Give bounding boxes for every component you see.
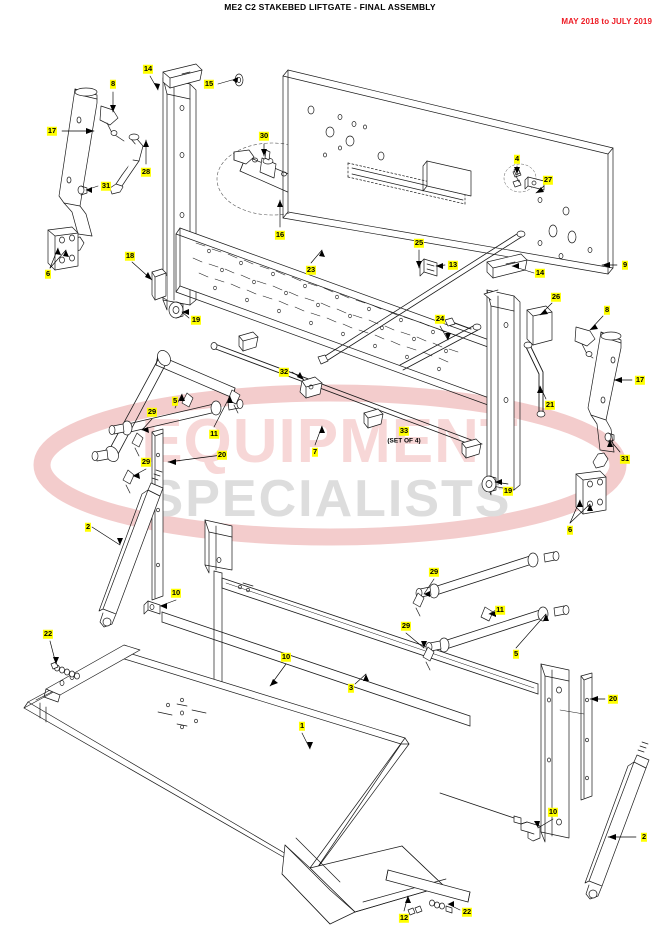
callout-29: 29	[400, 620, 412, 631]
part-rod-21	[523, 341, 546, 418]
part-pin-29-c	[412, 592, 425, 617]
callout-29: 29	[428, 566, 440, 577]
callout-2: 2	[84, 521, 92, 532]
callout-6: 6	[566, 524, 574, 535]
part-pin-29-b	[122, 469, 135, 494]
part-roller-19-left	[168, 301, 184, 319]
part-post-right-lower	[540, 663, 570, 843]
part-cross-rail-10-lower	[161, 611, 471, 727]
callout-2: 2	[640, 831, 648, 842]
part-bracket-8-right	[574, 326, 596, 359]
callout-17: 17	[46, 125, 58, 136]
callout-5: 5	[171, 395, 179, 406]
part-fastener-13	[419, 258, 438, 277]
callout-10: 10	[280, 651, 292, 662]
part-rod-25	[399, 323, 482, 371]
part-rod-24	[444, 317, 472, 330]
callout-20: 20	[607, 693, 619, 704]
callout-17: 17	[634, 374, 646, 385]
page-title: ME2 C2 STAKEBED LIFTGATE - FINAL ASSEMBL…	[224, 2, 436, 12]
callout-26: 26	[550, 291, 562, 302]
part-fastener-kit-22-left	[50, 661, 80, 680]
callout-9: 9	[621, 259, 629, 270]
callout-5: 5	[512, 648, 520, 659]
part-cylinder-left-upper	[58, 87, 98, 253]
callout-31: 31	[619, 453, 631, 464]
callout-3: 3	[347, 682, 355, 693]
part-connector-20-line	[559, 709, 585, 715]
part-bracket-18	[151, 268, 167, 301]
callout-19: 19	[190, 314, 202, 325]
callout-33: 33	[398, 425, 410, 436]
date-range-label: MAY 2018 to JULY 2019	[561, 17, 652, 26]
part-bracket-32	[299, 376, 323, 399]
callout-10: 10	[547, 806, 559, 817]
callout-28: 28	[140, 166, 152, 177]
part-platform-edge-rail	[43, 644, 141, 703]
part-bracket-8-left	[99, 105, 125, 142]
callout-32: 32	[278, 366, 290, 377]
callout-11: 11	[495, 604, 505, 615]
part-bracket-33-b	[461, 438, 482, 459]
callout-6: 6	[44, 268, 52, 279]
part-strip-20-right	[580, 672, 593, 801]
part-platform-ramp	[281, 837, 447, 925]
callout-10: 10	[170, 587, 182, 598]
part-bracket-33-a	[363, 408, 384, 429]
platform-tread-marks	[157, 697, 207, 730]
part-pin-10-left	[143, 600, 161, 615]
callout-31: 31	[100, 180, 112, 191]
callout-20: 20	[216, 449, 228, 460]
part-pin-31-right	[604, 432, 615, 443]
callout-22: 22	[461, 906, 473, 917]
label-set-of-4: (SET OF 4)	[387, 437, 421, 445]
callout-18: 18	[124, 250, 136, 261]
callout-27: 27	[542, 174, 554, 185]
part-bracket-33-c	[238, 331, 259, 352]
callout-1: 1	[298, 720, 306, 731]
callout-11: 11	[209, 428, 219, 439]
callout-8: 8	[109, 78, 117, 89]
part-cylinder-2-right	[584, 741, 650, 900]
callout-25: 25	[413, 237, 425, 248]
part-pin-29-d	[422, 646, 435, 671]
callout-16: 16	[274, 229, 286, 240]
callout-7: 7	[311, 446, 319, 457]
part-pin-31-left	[77, 185, 88, 196]
part-cross-rail-3	[221, 577, 539, 695]
part-panel-9	[282, 69, 614, 275]
callout-13: 13	[447, 259, 459, 270]
part-pin-29-a	[131, 432, 144, 457]
callout-21: 21	[544, 399, 556, 410]
callout-29: 29	[140, 456, 152, 467]
callout-14: 14	[534, 267, 546, 278]
callout-19: 19	[502, 485, 514, 496]
part-plate-14-top	[162, 63, 203, 89]
callout-15: 15	[203, 78, 215, 89]
part-pin-11-right	[480, 606, 494, 622]
part-column-right	[483, 289, 521, 496]
part-fastener-kit-22-right	[407, 899, 453, 916]
callout-30: 30	[258, 130, 270, 141]
part-mount-6-left	[47, 226, 79, 271]
callout-24: 24	[434, 313, 446, 324]
part-roller-19-right	[481, 475, 497, 493]
callout-22: 22	[42, 628, 54, 639]
callout-12: 12	[398, 912, 410, 923]
part-platform-bar-12	[385, 869, 471, 903]
part-linkage-28	[109, 133, 144, 195]
part-rod-23	[317, 230, 526, 365]
callout-8: 8	[603, 304, 611, 315]
callout-14: 14	[142, 63, 154, 74]
part-bracket-26	[526, 305, 553, 346]
callout-29: 29	[146, 406, 158, 417]
part-strip-20-left	[151, 428, 164, 601]
part-plate-14-right	[486, 253, 528, 279]
callout-23: 23	[305, 264, 317, 275]
part-pin-10-right	[439, 792, 541, 842]
callout-4: 4	[513, 153, 521, 164]
